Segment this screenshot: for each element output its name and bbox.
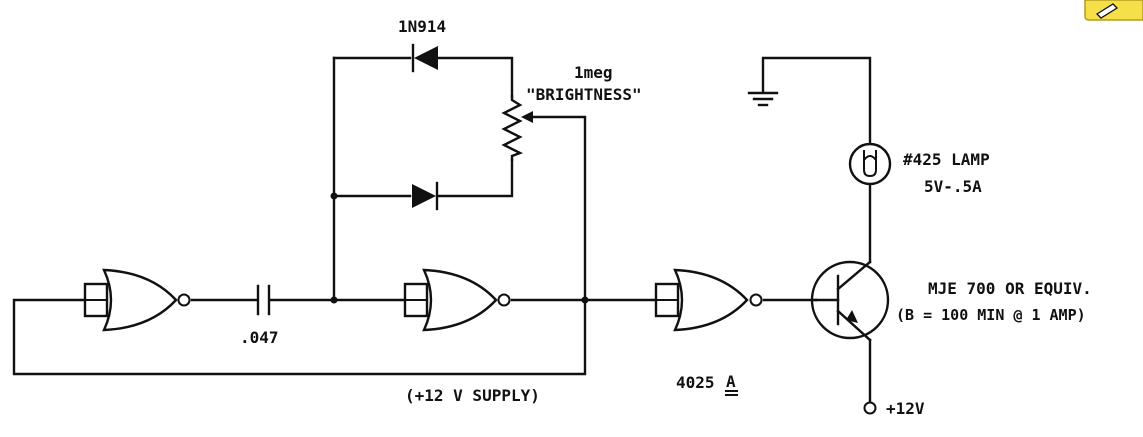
inversion-bubble: [749, 293, 763, 307]
diode-top: [411, 43, 438, 73]
diode-bottom: [412, 181, 439, 211]
lamp-name-label: #425 LAMP: [903, 150, 990, 169]
wiper-arrow-icon: [521, 111, 533, 123]
supply-terminal-icon: [863, 401, 877, 415]
junction-dot: [330, 192, 338, 200]
supply-voltage-label: +12V: [886, 399, 925, 418]
wire-ground-to-lamp: [761, 56, 872, 145]
nor-gate-2: [403, 268, 511, 332]
capacitor-label: .047: [240, 328, 279, 347]
wiring: [12, 56, 872, 404]
feedback-wire: [12, 298, 587, 376]
transistor-icon: [810, 260, 890, 342]
ic-unit-label: A: [726, 372, 736, 391]
lamp-rating-label: 5V-.5A: [924, 177, 982, 196]
wire-top-branch-right: [436, 56, 514, 98]
capacitor: [256, 284, 271, 316]
ground-icon: [747, 91, 779, 107]
transistor-name-label: MJE 700 OR EQUIV.: [928, 279, 1092, 298]
inversion-bubble: [177, 293, 191, 307]
emitter-arrow-icon: [846, 310, 858, 323]
wire-wiper: [528, 115, 587, 302]
potentiometer: [501, 94, 533, 162]
pot-name-label: "BRIGHTNESS": [526, 85, 642, 104]
nor-gate-1: [83, 268, 191, 332]
diode-label: 1N914: [398, 17, 446, 36]
page-corner-icon: [1084, 0, 1143, 21]
junction-dot: [330, 296, 338, 304]
junctions: [330, 192, 589, 304]
pot-value-label: 1meg: [574, 63, 613, 82]
nor-gate-3: [654, 268, 763, 332]
lamp-icon: [848, 142, 892, 186]
inversion-bubble: [497, 293, 511, 307]
supply-label: (+12 V SUPPLY): [405, 386, 540, 405]
ic-label: 4025: [676, 373, 715, 392]
wire-bottom-branch-right: [436, 158, 514, 198]
junction-dot: [581, 296, 589, 304]
transistor-spec-label: (B = 100 MIN @ 1 AMP): [896, 306, 1086, 324]
